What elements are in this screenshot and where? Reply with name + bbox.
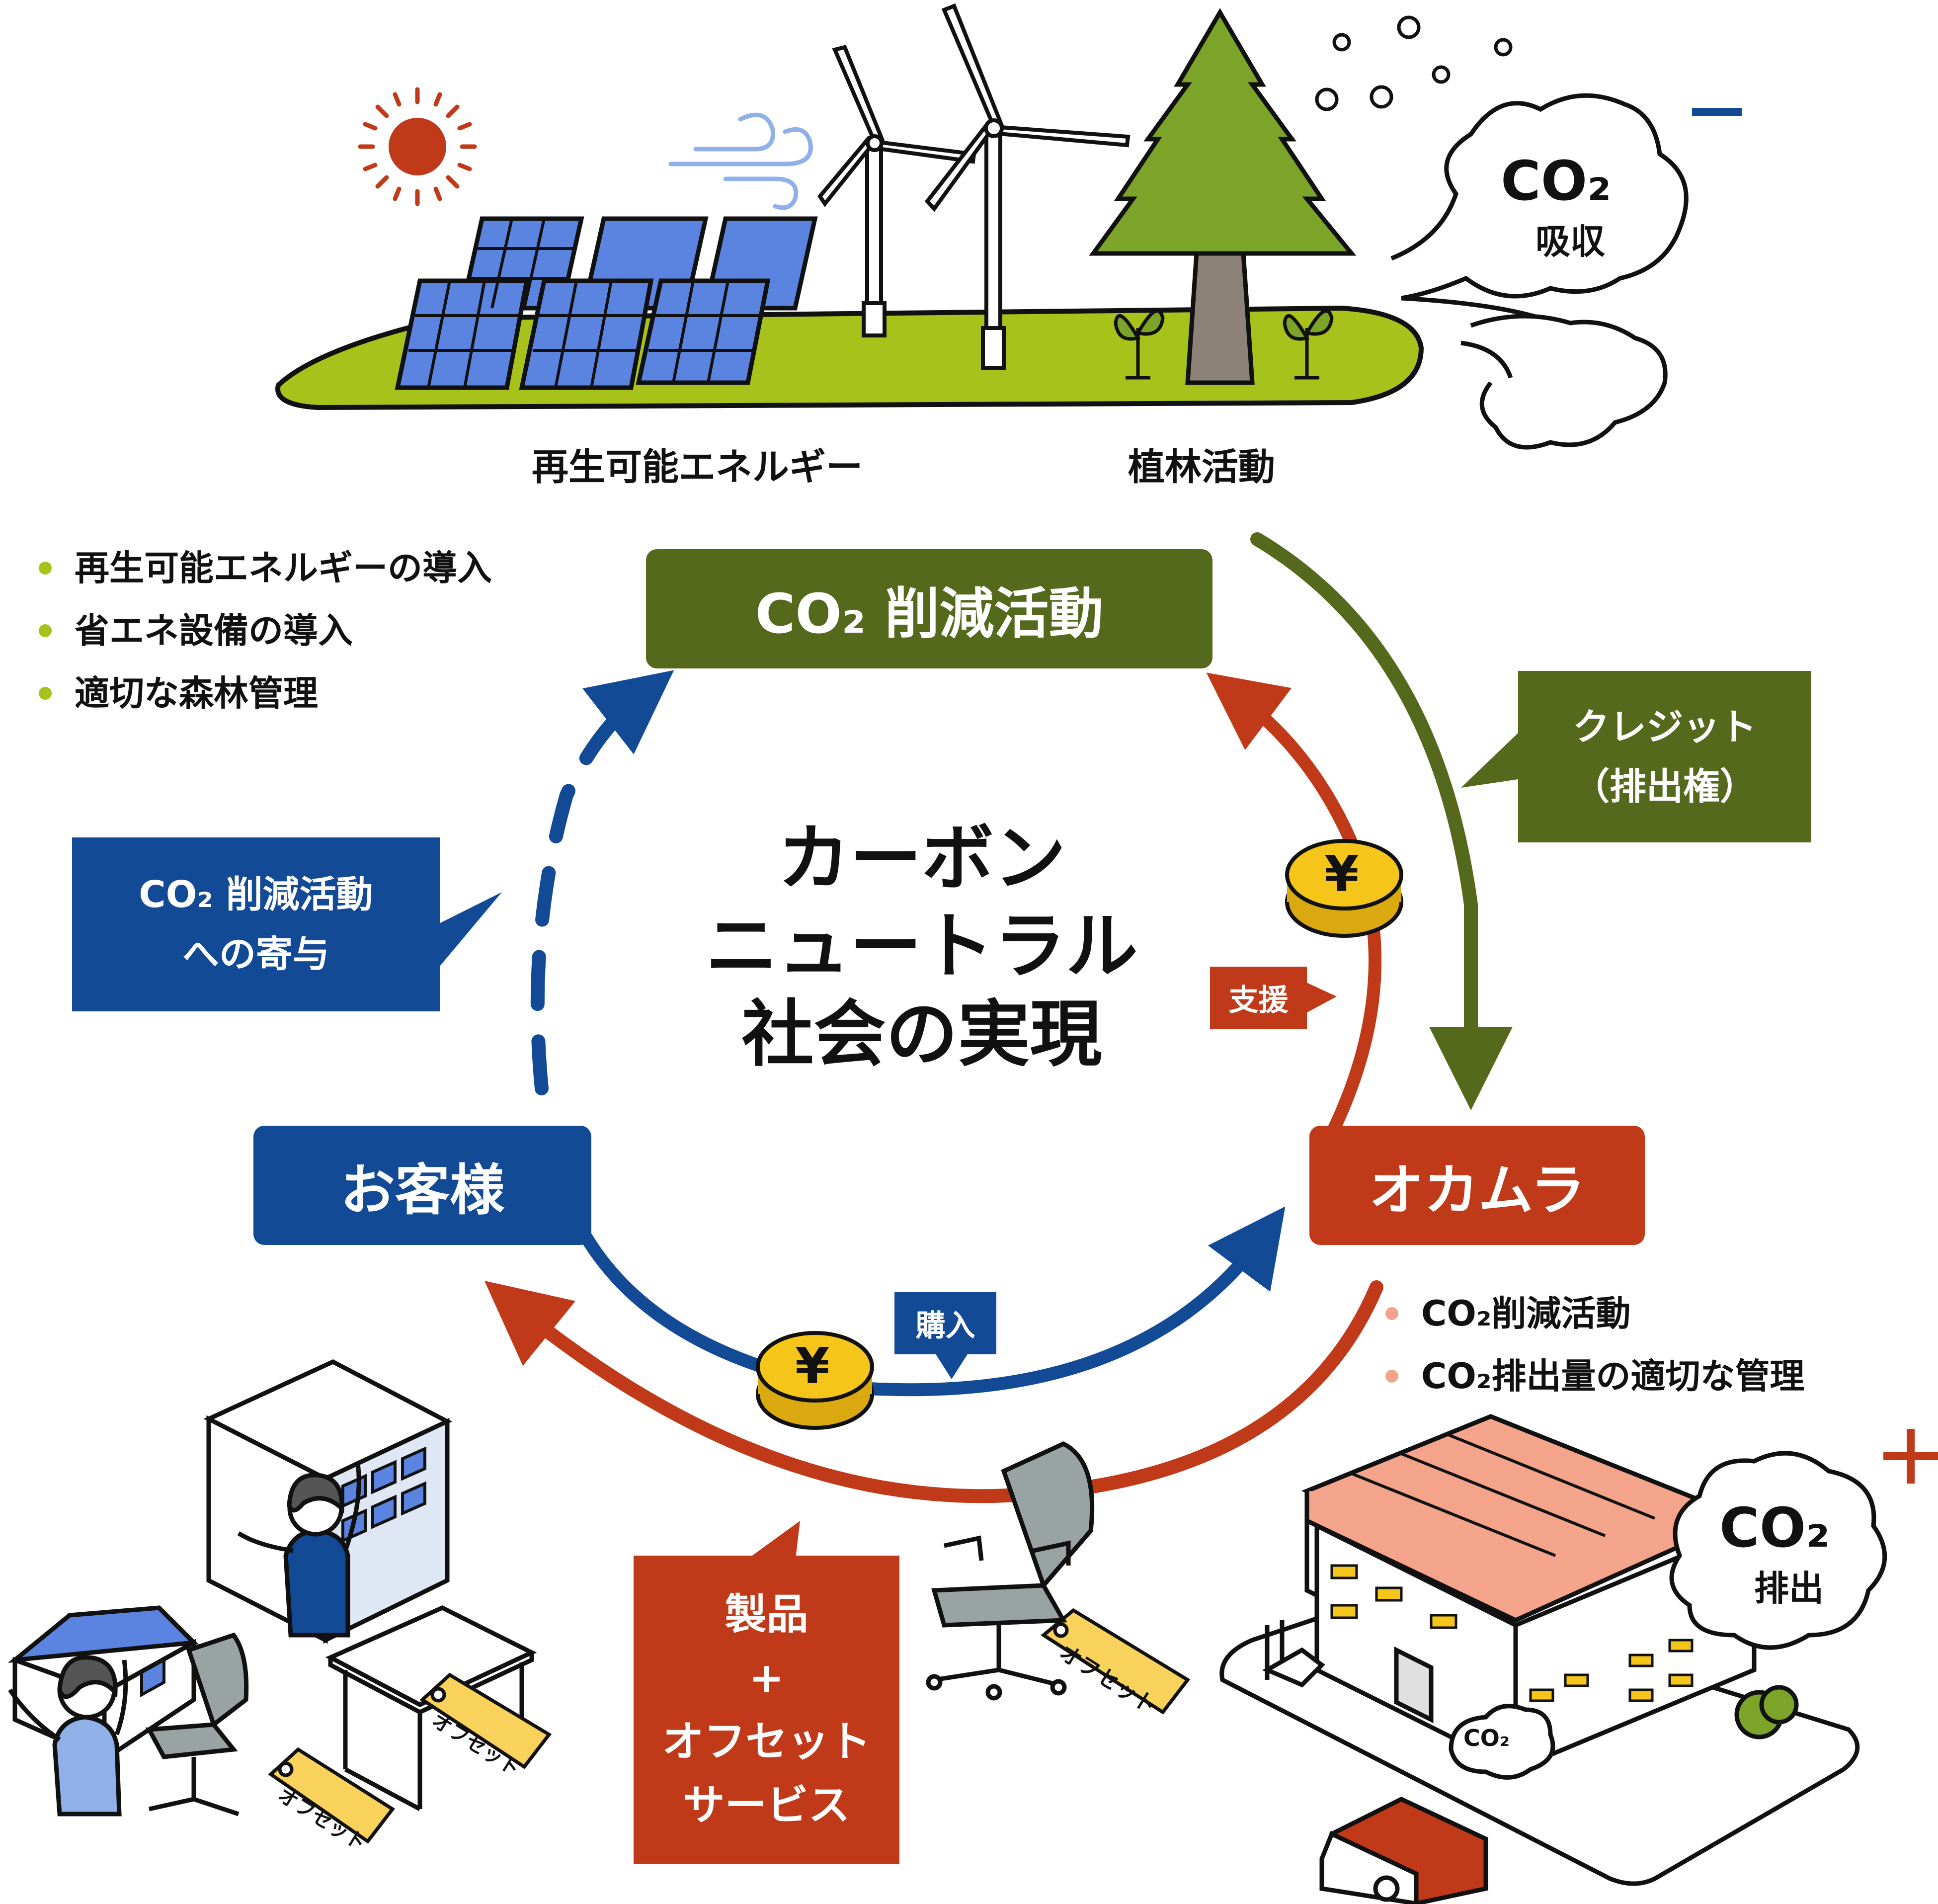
contribution-callout: CO₂ 削減活動 への寄与	[72, 837, 440, 1011]
emit-co2-text: CO₂	[1719, 1496, 1830, 1560]
wind-turbines	[817, 3, 1130, 370]
yen-symbol-support: ¥	[1324, 845, 1359, 903]
support-callout: 支援	[1228, 983, 1289, 1018]
planting-label: 植林活動	[1128, 446, 1275, 489]
wind-icon	[668, 112, 813, 210]
activities-list-item: 再生可能エネルギーの導入	[35, 537, 492, 599]
renewable-scene	[275, 3, 1742, 450]
plus-sign	[1883, 1429, 1938, 1484]
center-title: カーボン ニュートラル 社会の実現	[661, 815, 1183, 1079]
product-callout-line: 製品	[725, 1590, 808, 1639]
co2-bubbles	[1315, 15, 1513, 111]
product-callout-line: +	[749, 1654, 784, 1702]
credit-callout-line: クレジット	[1573, 705, 1757, 748]
customer-node-bg	[253, 1126, 591, 1245]
solar-panels	[395, 216, 818, 390]
contribution-callout-line: への寄与	[182, 933, 329, 976]
okamura-node: オカムラ	[1369, 1159, 1585, 1222]
co2-activity-node-bg	[646, 549, 1212, 668]
okamura-node-bg	[1309, 1126, 1645, 1245]
credit-callout: クレジット （排出権）	[1518, 671, 1811, 842]
okamura-list-item: CO₂削減活動	[1381, 1282, 1805, 1345]
co2-activity-node: CO₂ 削減活動	[755, 582, 1104, 646]
callout-shapes	[72, 671, 1811, 1864]
truck-co2-text: CO₂	[1463, 1725, 1510, 1751]
product-arrow	[484, 1280, 1383, 1503]
contribution-callout-line: CO₂ 削減活動	[139, 873, 373, 916]
purchase-callout: 購入	[915, 1309, 975, 1343]
offset-tag-shapes	[268, 1608, 1191, 1844]
customer-node: お客様	[340, 1159, 504, 1222]
tree-icon	[1089, 8, 1357, 385]
credit-arrow	[1250, 532, 1513, 1110]
activities-list: 再生可能エネルギーの導入 省エネ設備の導入 適切な森林管理	[35, 537, 492, 725]
center-title-line: ニュートラル	[706, 904, 1138, 989]
emit-text: 排出	[1754, 1568, 1824, 1609]
renewable-label: 再生可能エネルギー	[532, 446, 863, 489]
credit-callout-line: （排出権）	[1573, 765, 1757, 808]
center-title-line: 社会の実現	[741, 992, 1102, 1076]
absorb-text: 吸収	[1535, 221, 1605, 262]
center-title-line: カーボン	[778, 817, 1066, 901]
office-chair-icon	[926, 1441, 1095, 1701]
coin-icon-purchase	[756, 1331, 874, 1430]
customer-scene	[7, 1359, 537, 1817]
emit-cloud	[1449, 1451, 1887, 1780]
contribution-arrow	[530, 670, 674, 1095]
activities-list-item: 適切な森林管理	[35, 662, 492, 725]
coin-icon-support	[1285, 839, 1403, 938]
product-callout-line: サービス	[683, 1781, 850, 1829]
purchase-arrow	[580, 1206, 1286, 1397]
okamura-list-item: CO₂排出量の適切な管理	[1381, 1345, 1805, 1407]
seedling-icons	[1114, 309, 1334, 380]
product-callout-line: オフセット	[662, 1717, 871, 1766]
sun-icon	[358, 87, 477, 206]
activities-list-item: 省エネ設備の導入	[35, 599, 492, 662]
product-callout: 製品 + オフセット サービス	[634, 1556, 899, 1864]
absorb-co2-text: CO₂	[1501, 149, 1612, 213]
yen-symbol-purchase: ¥	[795, 1337, 830, 1395]
absorb-cloud	[1390, 93, 1689, 450]
okamura-list: CO₂削減活動 CO₂排出量の適切な管理	[1381, 1282, 1805, 1407]
